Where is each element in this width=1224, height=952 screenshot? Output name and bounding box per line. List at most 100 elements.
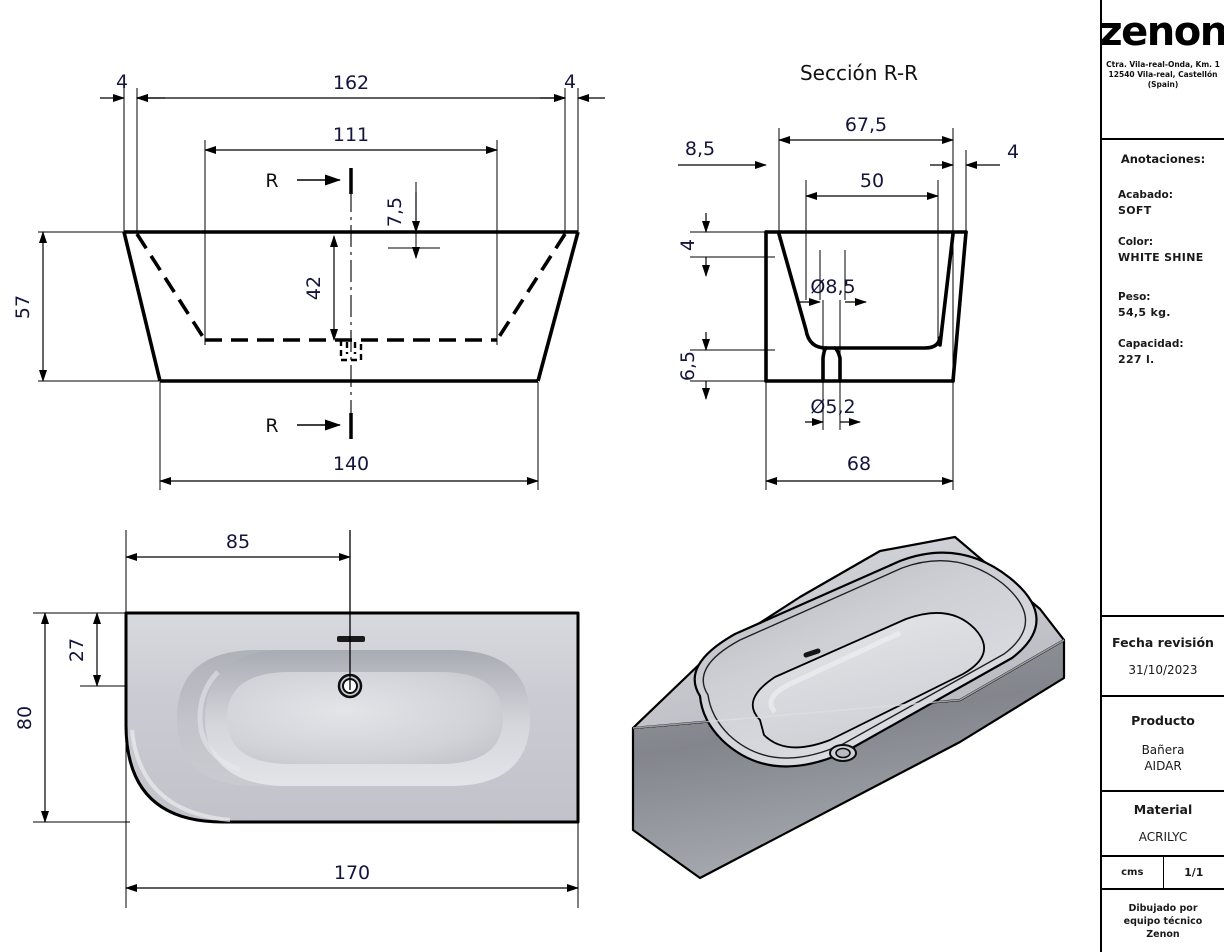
- dim-label-drain-x: 85: [226, 531, 250, 553]
- dim-front-inner-top: 111: [204, 124, 498, 154]
- plan-view: 85 27 80 170: [14, 530, 580, 908]
- dim-front-height: 57: [12, 231, 47, 382]
- isometric-view: [631, 535, 1066, 880]
- dim-label-wall-left: 4: [116, 71, 128, 93]
- note-label-acabado: Acabado:: [1118, 189, 1173, 201]
- dim-label-right-wall: 4: [1007, 141, 1019, 163]
- footer-text: Dibujado por equipo técnico Zenon: [1123, 902, 1203, 940]
- note-spacer: [1118, 282, 1224, 290]
- dim-label-section-base-width: 68: [847, 453, 871, 475]
- units-page-cell: cms 1/1: [1102, 857, 1224, 890]
- iso-bowl-floor: [751, 612, 985, 749]
- dim-front-base-width: 140: [159, 453, 539, 485]
- section-view-title: Sección R-R: [800, 61, 918, 85]
- note-label-capacidad: Capacidad:: [1118, 338, 1184, 350]
- note-label-peso: Peso:: [1118, 291, 1151, 303]
- section-rr-view: Sección R-R: [677, 61, 1019, 490]
- front-profile-outline: [122, 230, 580, 383]
- iso-rim-groove: [702, 560, 1027, 759]
- annotations-heading: Anotaciones:: [1120, 152, 1206, 166]
- section-label-bottom: R: [265, 415, 278, 437]
- dim-label-inner-depth: 42: [303, 276, 325, 300]
- dim-label-drain-lower: Ø5,2: [810, 396, 855, 418]
- section-mark-bottom: R: [265, 413, 353, 439]
- revision-cell: Fecha revisión 31/10/2023: [1102, 617, 1224, 697]
- dim-front-overall-top: 162: [136, 72, 566, 102]
- product-cell: Producto Bañera AIDAR: [1102, 697, 1224, 792]
- footer-cell: Dibujado por equipo técnico Zenon: [1102, 890, 1224, 952]
- dim-label-height: 57: [12, 295, 34, 319]
- units-value: cms: [1102, 857, 1164, 888]
- dim-front-inner-depth: 42: [303, 235, 338, 341]
- plan-overflow-slot: [337, 636, 365, 642]
- dim-section-left-offset: 8,5: [678, 138, 767, 169]
- brand-name: zenon: [1099, 9, 1224, 55]
- iso-drain: [829, 744, 857, 762]
- annotations-cell: Anotaciones: Acabado: SOFT Color: WHITE …: [1102, 140, 1224, 617]
- dim-label-rim-offset: 7,5: [384, 197, 406, 227]
- dim-plan-drain-x: 85: [125, 531, 351, 561]
- page-number: 1/1: [1184, 866, 1204, 879]
- product-heading: Producto: [1131, 713, 1195, 728]
- dim-label-rim-thickness: 4: [677, 239, 699, 251]
- dim-plan-drain-y: 27: [66, 612, 101, 687]
- dim-label-plan-length: 170: [334, 862, 370, 884]
- material-value: ACRILYC: [1138, 830, 1188, 844]
- brand-address: Ctra. Vila-real-Onda, Km. 1 12540 Vila-r…: [1106, 60, 1220, 90]
- dim-plan-width: 80: [14, 612, 49, 823]
- note-value-acabado: SOFT: [1118, 204, 1152, 217]
- dim-label-drain-y: 27: [66, 638, 88, 662]
- dim-label-base-width: 140: [333, 453, 369, 475]
- dim-section-rim-thickness: 4: [677, 213, 710, 277]
- dim-label-plan-width: 80: [14, 706, 36, 730]
- dim-front-rim-offset: 7,5: [384, 192, 420, 259]
- dim-section-right-wall: 4: [930, 141, 1019, 169]
- material-heading: Material: [1133, 802, 1193, 817]
- dim-label-base-height: 6,5: [677, 351, 699, 381]
- dim-front-wall-right: 4: [540, 71, 605, 102]
- dim-section-base-width: 68: [765, 453, 954, 485]
- section-profile-outline: [764, 230, 968, 383]
- brand-address-line-3: (Spain): [1147, 80, 1179, 89]
- dim-section-inner-width: 50: [805, 170, 939, 200]
- note-label-color: Color:: [1118, 236, 1154, 248]
- plan-bath-body: [124, 611, 580, 824]
- dim-plan-length: 170: [125, 862, 579, 892]
- annotations-body: Acabado: SOFT Color: WHITE SHINE Peso: 5…: [1102, 188, 1224, 368]
- section-mark-top: R: [265, 168, 353, 194]
- section-extension-lines: [690, 128, 967, 490]
- product-name-line-1: Bañera: [1141, 743, 1185, 757]
- dim-section-top-width: 67,5: [778, 114, 954, 144]
- dim-section-base-height: 6,5: [677, 332, 710, 400]
- note-value-color: WHITE SHINE: [1118, 251, 1204, 264]
- revision-date: 31/10/2023: [1128, 662, 1198, 677]
- brand-address-line-2: 12540 Vila-real, Castellón: [1108, 70, 1218, 79]
- dim-label-top-width: 67,5: [845, 114, 887, 136]
- dim-label-wall-right: 4: [564, 71, 576, 93]
- brand-address-line-1: Ctra. Vila-real-Onda, Km. 1: [1106, 60, 1220, 69]
- note-value-peso: 54,5 kg.: [1118, 306, 1171, 319]
- front-inner-bowl-hidden: [135, 233, 567, 342]
- iso-edge-highlight: [632, 639, 1065, 729]
- dim-label-left-offset: 8,5: [685, 138, 715, 160]
- revision-heading: Fecha revisión: [1112, 634, 1214, 650]
- dim-label-inner-top: 111: [333, 124, 369, 146]
- dim-section-drain-lower: Ø5,2: [805, 396, 861, 426]
- material-cell: Material ACRILYC: [1102, 792, 1224, 857]
- brand-logo-cell: zenon Ctra. Vila-real-Onda, Km. 1 12540 …: [1099, 0, 1224, 140]
- note-value-capacidad: 227 l.: [1118, 353, 1155, 366]
- dim-label-overall-top: 162: [333, 72, 369, 94]
- front-elevation-view: 4 4 162 111 R: [12, 71, 605, 490]
- dim-section-drain-upper: Ø8,5: [800, 276, 867, 306]
- iso-floor-highlight: [768, 630, 902, 714]
- dim-label-drain-upper: Ø8,5: [810, 276, 855, 298]
- product-name-line-2: AIDAR: [1144, 759, 1182, 773]
- product-name: Bañera AIDAR: [1142, 742, 1185, 774]
- section-label-top: R: [265, 170, 278, 192]
- dim-front-wall-left: 4: [100, 71, 165, 102]
- title-block: zenon Ctra. Vila-real-Onda, Km. 1 12540 …: [1099, 0, 1224, 952]
- iso-overflow-slot: [803, 648, 821, 658]
- dim-label-inner-width: 50: [860, 170, 884, 192]
